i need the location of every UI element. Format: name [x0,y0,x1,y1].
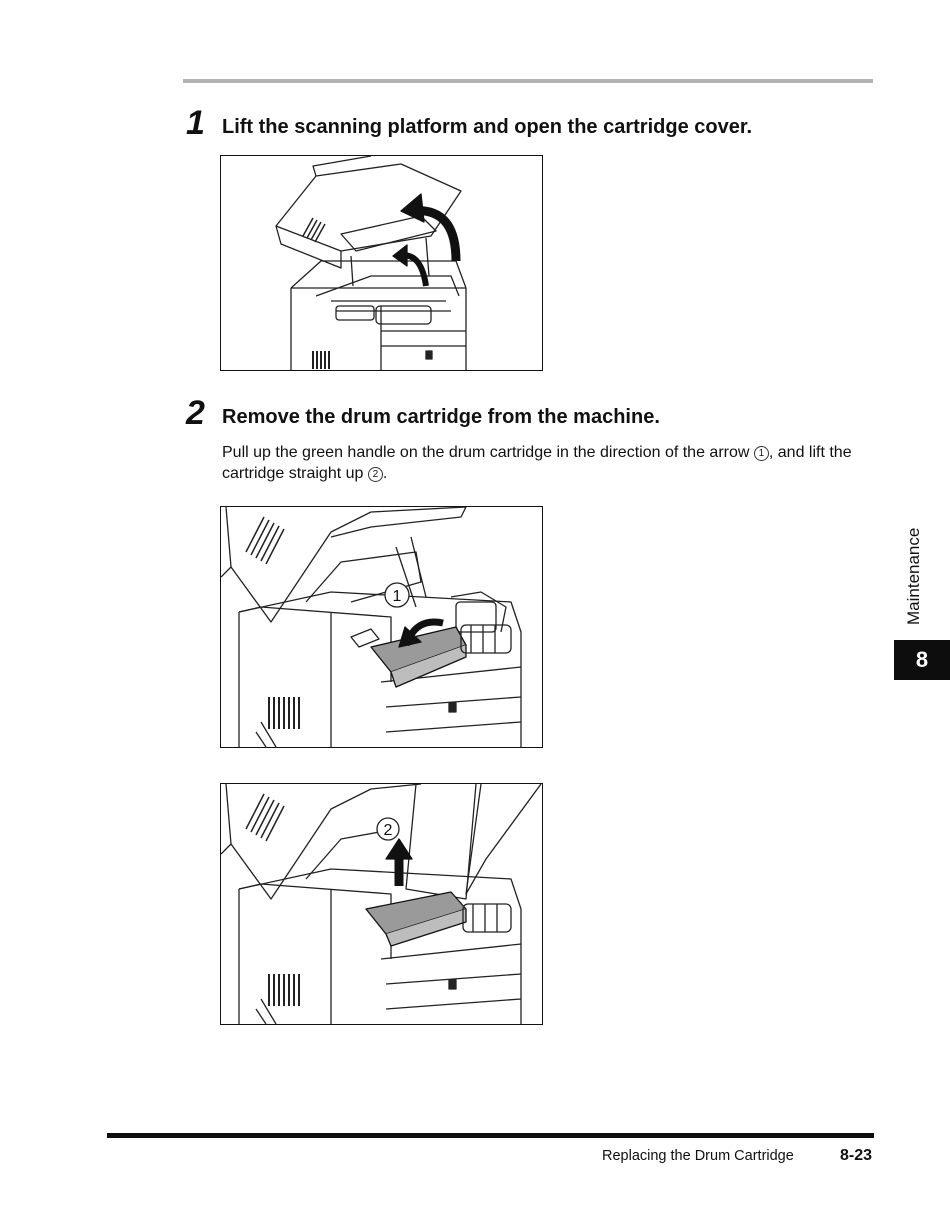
arrow-marker-1: 1 [753,446,769,461]
step-2-text-part-3: . [382,465,388,482]
step-1-title: Lift the scanning platform and open the … [222,116,753,138]
figure-lift-cartridge-up: 2 [220,783,543,1025]
chapter-tab: 8 [894,640,950,680]
step-2-text-part-2: , and lift the cartridge straight up [222,444,852,482]
step-2-text-part-1: Pull up the green handle on the drum car… [222,444,754,461]
top-rule [183,79,873,83]
step-2-number: 2 [186,394,205,432]
section-label: Maintenance [904,527,923,625]
step-2-title: Remove the drum cartridge from the machi… [222,406,660,428]
arrow-marker-2: 2 [367,467,383,482]
footer-title: Replacing the Drum Cartridge [602,1148,794,1164]
figure-marker-2: 2 [384,822,393,839]
figure-open-cartridge-cover [220,155,543,371]
page-number: 8-23 [840,1147,873,1164]
figure-marker-1: 1 [393,588,402,605]
step-1-number: 1 [186,104,205,142]
step-2-instructions: Pull up the green handle on the drum car… [222,442,872,484]
bottom-rule [107,1133,874,1138]
figure-pull-green-handle: 1 [220,506,543,748]
